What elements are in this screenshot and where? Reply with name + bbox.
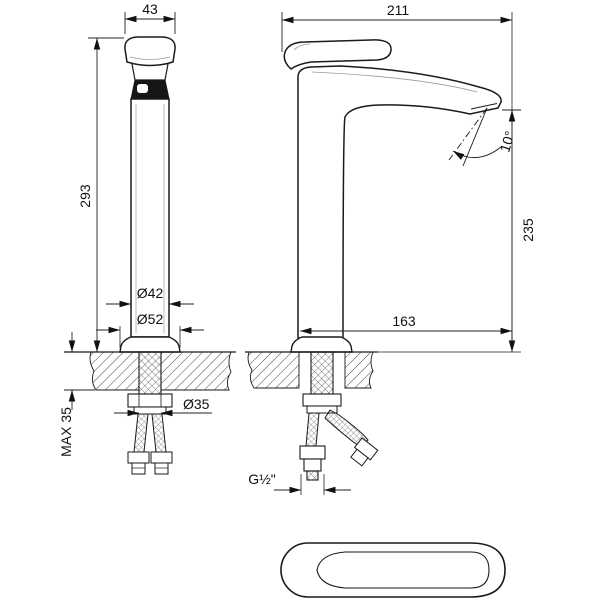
dim-connection-thread: G½" <box>248 471 351 495</box>
spout-body-side <box>297 65 502 339</box>
base-flange-side <box>290 336 353 353</box>
handle-top-inner <box>316 551 490 589</box>
threaded-shank-side <box>310 351 334 395</box>
spout-top-highlight <box>311 71 478 93</box>
shank-washer-side <box>306 405 338 414</box>
dim-body-diameter: Ø42 <box>106 285 194 308</box>
dim-spout-height: 235 <box>356 109 536 353</box>
deck-section-right-front <box>160 351 232 391</box>
dim-connection-thread-label: G½" <box>248 471 276 487</box>
dim-body-height-label: 293 <box>77 184 93 208</box>
dim-max-deck-thickness: MAX 35 <box>58 332 95 457</box>
hose-fitting-right-front <box>150 451 173 475</box>
mounting-nut-front <box>127 393 173 408</box>
dim-spout-reach: 163 <box>300 313 512 335</box>
dim-base-diameter: Ø52 <box>96 311 204 348</box>
lever-highlight <box>293 43 311 51</box>
dim-mounting-hole-label: Ø35 <box>183 396 210 412</box>
handle-lever-side <box>283 39 392 70</box>
handle-top-outline <box>280 542 506 598</box>
dim-stream-angle: 10° <box>496 129 517 154</box>
hose-fitting-diagonal <box>350 437 379 467</box>
dim-body-height: 293 <box>77 37 124 352</box>
deck-section-left-side <box>247 351 300 389</box>
dim-spout-reach-label: 163 <box>392 313 416 329</box>
g-half-fitting <box>299 445 326 481</box>
threaded-shank-front <box>138 351 162 395</box>
handle-knob-highlight <box>129 56 171 60</box>
deck-section-left-front <box>89 351 140 391</box>
deck-section-right-side <box>344 351 374 389</box>
dim-stream-angle-label: 10° <box>496 129 517 154</box>
dim-body-diameter-label: Ø42 <box>137 285 164 301</box>
dim-mounting-hole: Ø35 <box>114 396 212 417</box>
body-column-front <box>130 98 170 338</box>
dim-max-deck-thickness-label: MAX 35 <box>58 407 74 457</box>
dim-base-diameter-label: Ø52 <box>137 311 164 327</box>
handle-collar-front <box>131 63 169 81</box>
hose-left-front <box>133 413 149 453</box>
stream-angle-lines <box>448 107 502 167</box>
hose-fitting-left-front <box>127 451 150 475</box>
handle-top-view <box>280 542 506 598</box>
dim-spout-height-label: 235 <box>520 218 536 242</box>
handle-base-highlight <box>137 84 148 93</box>
dim-handle-width: 43 <box>124 1 176 34</box>
handle-knob-front <box>124 36 176 67</box>
front-view <box>64 36 236 475</box>
handle-base-front <box>130 79 170 100</box>
dim-overall-depth-label: 211 <box>387 2 410 18</box>
hose-right-front <box>151 413 167 453</box>
dim-handle-width-label: 43 <box>142 1 158 17</box>
base-flange-front <box>119 336 181 353</box>
aerator-side <box>470 103 498 110</box>
mounting-nut-side <box>302 393 342 407</box>
dimensions: 43 211 293 235 163 10° <box>58 1 536 495</box>
side-view <box>245 39 502 481</box>
hose-vertical-side <box>305 412 320 447</box>
